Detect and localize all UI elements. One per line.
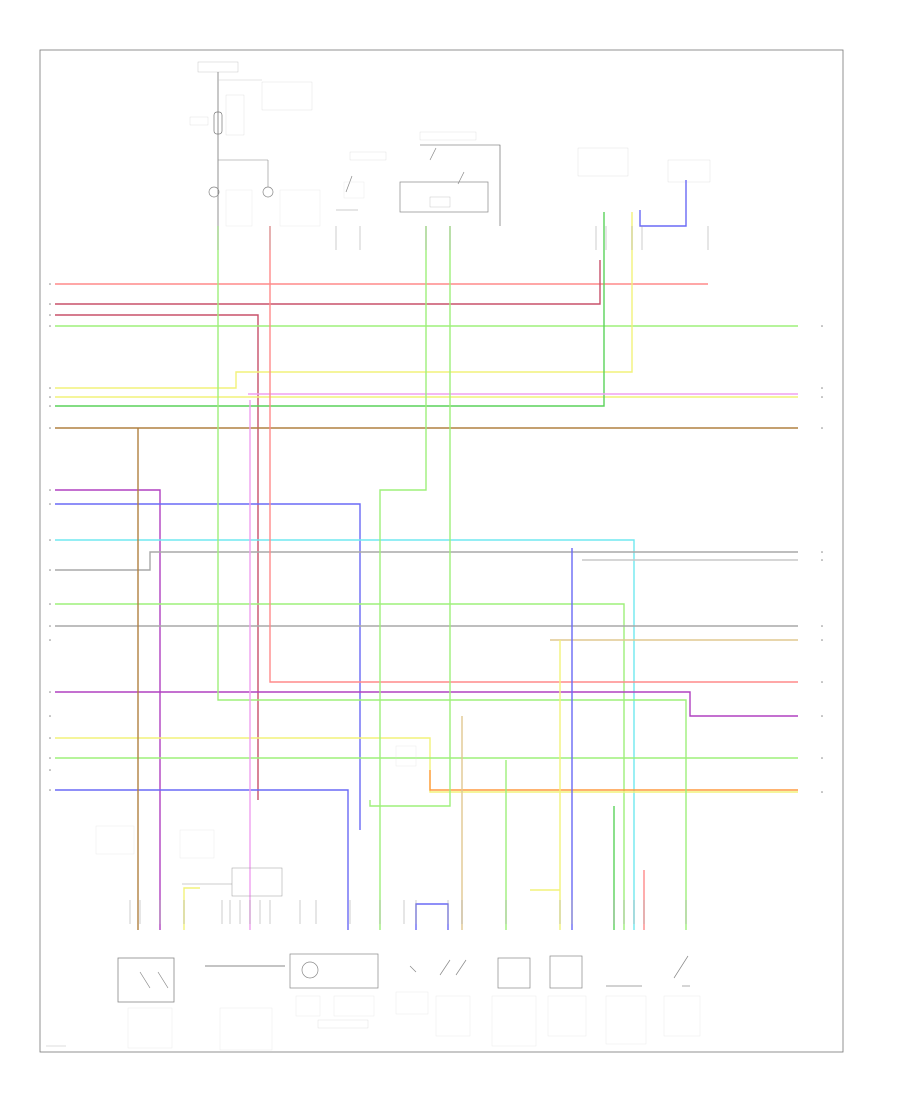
fuel-level-sensor bbox=[395, 745, 429, 1015]
fuse-junction-area bbox=[189, 61, 321, 260]
right-pin-dot bbox=[821, 325, 823, 327]
left-pin-dot bbox=[49, 314, 51, 316]
left-pin-dot bbox=[49, 639, 51, 641]
fuse-icon bbox=[213, 111, 223, 135]
wire-gray bbox=[55, 551, 798, 571]
wire-blue-top bbox=[639, 180, 687, 227]
right-pin-dot bbox=[821, 715, 823, 717]
left-pin-dot bbox=[49, 427, 51, 429]
left-connector-pins bbox=[49, 283, 51, 791]
left-pin-dot bbox=[49, 283, 51, 285]
left-pin-dot bbox=[49, 303, 51, 305]
lamp-icon bbox=[262, 186, 274, 198]
left-pin-dot bbox=[49, 737, 51, 739]
left-pin-dot bbox=[49, 769, 51, 771]
instrument-cluster bbox=[399, 131, 501, 226]
wire-dark-red-2 bbox=[55, 314, 259, 800]
left-pin-dot bbox=[49, 603, 51, 605]
fuel-pump-relay bbox=[182, 867, 285, 1051]
right-pin-dot bbox=[821, 639, 823, 641]
right-connector-pins bbox=[821, 325, 823, 793]
wire-violet-2 bbox=[55, 691, 798, 717]
wire-red-down bbox=[269, 226, 798, 683]
left-pin-dot bbox=[49, 789, 51, 791]
left-pin-dot bbox=[49, 539, 51, 541]
oil-pressure-switch bbox=[663, 955, 701, 1037]
wire-blue bbox=[55, 503, 361, 830]
rollover-valve bbox=[435, 959, 471, 1037]
wire-light-green-2 bbox=[55, 603, 625, 930]
left-pin-dot bbox=[49, 503, 51, 505]
left-pin-dot bbox=[49, 489, 51, 491]
wire-orange bbox=[429, 770, 798, 791]
wire-yellow bbox=[55, 212, 633, 389]
right-pin-dot bbox=[821, 551, 823, 553]
left-pin-dot bbox=[49, 325, 51, 327]
evap-pressure-sensor bbox=[491, 957, 537, 1047]
lamp-icon bbox=[208, 186, 220, 198]
right-pin-dot bbox=[821, 625, 823, 627]
fuel-tank-pressure-sensor bbox=[605, 985, 647, 1045]
left-pin-dot bbox=[49, 715, 51, 717]
left-pin-dot bbox=[49, 625, 51, 627]
left-pin-dot bbox=[49, 757, 51, 759]
right-pin-dot bbox=[821, 791, 823, 793]
wire-lg-cluster-2 bbox=[369, 226, 451, 807]
right-pin-dot bbox=[821, 427, 823, 429]
wire-blue-fls bbox=[415, 903, 449, 930]
right-pin-dot bbox=[821, 757, 823, 759]
wire-light-green-long bbox=[217, 226, 687, 930]
right-pin-dot bbox=[821, 681, 823, 683]
right-pin-dot bbox=[821, 387, 823, 389]
wire-lg-cluster bbox=[379, 226, 427, 930]
diagram-border bbox=[39, 49, 844, 1053]
left-pin-dot bbox=[49, 691, 51, 693]
speedometer bbox=[336, 151, 387, 211]
wire-blue-2 bbox=[55, 789, 349, 930]
right-pin-dot bbox=[821, 396, 823, 398]
left-pin-dot bbox=[49, 387, 51, 389]
left-pin-dot bbox=[49, 569, 51, 571]
wire-yellow-2 bbox=[55, 737, 798, 793]
fuel-pump-assembly bbox=[289, 953, 379, 1029]
left-pin-dot bbox=[49, 396, 51, 398]
wire-violet bbox=[55, 489, 161, 930]
wire-cyan bbox=[55, 539, 635, 930]
fuel-pump-inertia-switch bbox=[95, 825, 215, 1049]
right-top-connector bbox=[577, 147, 711, 183]
wire-dark-red bbox=[55, 260, 601, 305]
evap-canister-purge-valve bbox=[547, 955, 587, 1037]
wire-yellow-ifs bbox=[183, 887, 200, 930]
left-pin-dot bbox=[49, 405, 51, 407]
wire-harness bbox=[55, 180, 798, 930]
right-pin-dot bbox=[821, 559, 823, 561]
wire-green bbox=[55, 212, 605, 407]
